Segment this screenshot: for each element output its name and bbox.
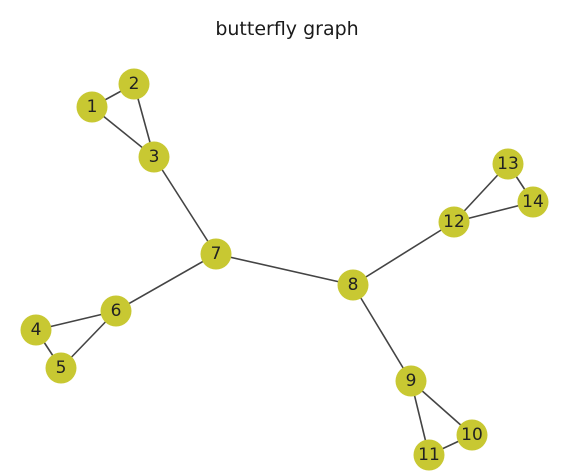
edge-6-7 [115, 253, 217, 312]
node-12: 12 [438, 206, 470, 238]
node-circle-8 [337, 269, 369, 301]
node-14: 14 [517, 186, 549, 218]
node-9: 9 [395, 365, 427, 397]
node-circle-3 [138, 141, 170, 173]
edge-8-9 [352, 284, 412, 382]
node-label-3: 3 [149, 147, 160, 167]
node-6: 6 [100, 295, 132, 327]
node-label-12: 12 [443, 212, 465, 232]
node-circle-5 [45, 352, 77, 384]
node-circle-12 [438, 206, 470, 238]
node-label-8: 8 [348, 275, 359, 295]
edge-8-12 [352, 221, 455, 286]
graph-title: butterfly graph [215, 18, 359, 40]
edge-7-8 [215, 253, 354, 286]
node-circle-4 [20, 314, 52, 346]
node-10: 10 [456, 419, 488, 451]
node-7: 7 [200, 238, 232, 270]
node-circle-10 [456, 419, 488, 451]
node-label-2: 2 [129, 74, 140, 94]
node-label-11: 11 [418, 445, 440, 465]
node-label-1: 1 [87, 97, 98, 117]
node-4: 4 [20, 314, 52, 346]
node-label-4: 4 [31, 320, 42, 340]
node-label-5: 5 [56, 358, 67, 378]
node-2: 2 [118, 68, 150, 100]
node-circle-13 [492, 148, 524, 180]
node-13: 13 [492, 148, 524, 180]
node-3: 3 [138, 141, 170, 173]
node-circle-14 [517, 186, 549, 218]
node-circle-9 [395, 365, 427, 397]
node-1: 1 [76, 91, 108, 123]
node-circle-11 [413, 439, 445, 471]
node-11: 11 [413, 439, 445, 471]
node-circle-1 [76, 91, 108, 123]
node-label-6: 6 [111, 301, 122, 321]
node-circle-6 [100, 295, 132, 327]
node-circle-2 [118, 68, 150, 100]
edge-layer [35, 83, 534, 456]
node-label-13: 13 [497, 154, 519, 174]
edge-3-7 [153, 156, 217, 255]
node-5: 5 [45, 352, 77, 384]
node-8: 8 [337, 269, 369, 301]
node-label-14: 14 [522, 192, 544, 212]
node-label-10: 10 [461, 425, 483, 445]
node-circle-7 [200, 238, 232, 270]
node-label-9: 9 [406, 371, 417, 391]
node-label-7: 7 [211, 244, 222, 264]
